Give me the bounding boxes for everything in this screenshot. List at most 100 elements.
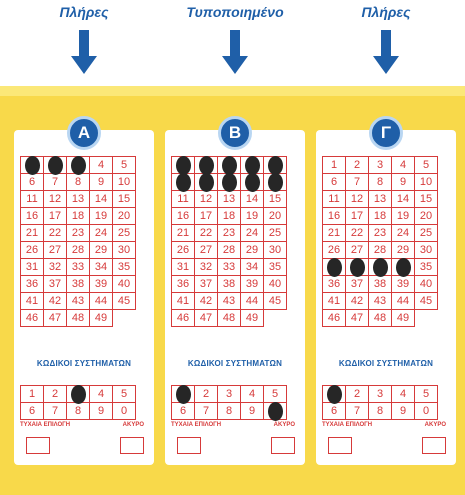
- number-cell-42[interactable]: 42: [195, 293, 218, 310]
- number-cell-22[interactable]: 22: [346, 225, 369, 242]
- number-cell-35[interactable]: 35: [264, 259, 287, 276]
- system-code-cell-7[interactable]: 7: [44, 403, 67, 420]
- system-code-cell-6[interactable]: 6: [323, 403, 346, 420]
- number-cell-12[interactable]: 12: [44, 191, 67, 208]
- system-code-cell-9[interactable]: 9: [90, 403, 113, 420]
- number-cell-16[interactable]: 16: [21, 208, 44, 225]
- system-code-cell-5[interactable]: 5: [264, 386, 287, 403]
- number-cell-28[interactable]: 28: [67, 242, 90, 259]
- number-cell-19[interactable]: 19: [241, 208, 264, 225]
- number-cell-6[interactable]: 6: [172, 173, 195, 192]
- number-cell-18[interactable]: 18: [218, 208, 241, 225]
- number-cell-40[interactable]: 40: [415, 276, 438, 293]
- number-cell-8[interactable]: 8: [369, 174, 392, 191]
- number-cell-40[interactable]: 40: [113, 276, 136, 293]
- number-cell-20[interactable]: 20: [113, 208, 136, 225]
- number-cell-41[interactable]: 41: [172, 293, 195, 310]
- number-cell-40[interactable]: 40: [264, 276, 287, 293]
- number-cell-31[interactable]: 31: [172, 259, 195, 276]
- number-cell-29[interactable]: 29: [241, 242, 264, 259]
- number-cell-16[interactable]: 16: [172, 208, 195, 225]
- number-cell-1[interactable]: 1: [21, 156, 44, 175]
- system-code-cell-0[interactable]: 0: [264, 402, 287, 421]
- number-cell-44[interactable]: 44: [392, 293, 415, 310]
- number-cell-48[interactable]: 48: [369, 310, 392, 327]
- number-cell-2[interactable]: 2: [44, 156, 67, 175]
- number-cell-16[interactable]: 16: [323, 208, 346, 225]
- number-cell-49[interactable]: 49: [90, 310, 113, 327]
- number-cell-15[interactable]: 15: [415, 191, 438, 208]
- number-cell-21[interactable]: 21: [172, 225, 195, 242]
- number-cell-20[interactable]: 20: [415, 208, 438, 225]
- number-cell-13[interactable]: 13: [67, 191, 90, 208]
- system-code-cell-7[interactable]: 7: [195, 403, 218, 420]
- number-cell-5[interactable]: 5: [113, 157, 136, 174]
- number-cell-4[interactable]: 4: [392, 157, 415, 174]
- number-cell-25[interactable]: 25: [264, 225, 287, 242]
- number-cell-27[interactable]: 27: [44, 242, 67, 259]
- number-cell-47[interactable]: 47: [195, 310, 218, 327]
- number-cell-15[interactable]: 15: [113, 191, 136, 208]
- number-cell-35[interactable]: 35: [415, 259, 438, 276]
- number-cell-14[interactable]: 14: [241, 191, 264, 208]
- number-cell-7[interactable]: 7: [44, 174, 67, 191]
- number-cell-46[interactable]: 46: [172, 310, 195, 327]
- number-cell-32[interactable]: 32: [346, 258, 369, 277]
- system-code-cell-5[interactable]: 5: [113, 386, 136, 403]
- number-cell-41[interactable]: 41: [21, 293, 44, 310]
- number-cell-14[interactable]: 14: [90, 191, 113, 208]
- number-cell-43[interactable]: 43: [218, 293, 241, 310]
- system-code-cell-6[interactable]: 6: [172, 403, 195, 420]
- number-cell-49[interactable]: 49: [241, 310, 264, 327]
- cancel-checkbox[interactable]: [271, 437, 295, 454]
- number-cell-38[interactable]: 38: [218, 276, 241, 293]
- number-cell-35[interactable]: 35: [113, 259, 136, 276]
- number-cell-31[interactable]: 31: [21, 259, 44, 276]
- system-code-cell-9[interactable]: 9: [241, 403, 264, 420]
- number-cell-36[interactable]: 36: [21, 276, 44, 293]
- number-cell-3[interactable]: 3: [67, 156, 90, 175]
- system-code-cell-3[interactable]: 3: [67, 385, 90, 404]
- number-cell-22[interactable]: 22: [195, 225, 218, 242]
- system-code-cell-3[interactable]: 3: [218, 386, 241, 403]
- number-cell-46[interactable]: 46: [323, 310, 346, 327]
- number-cell-45[interactable]: 45: [264, 293, 287, 310]
- number-cell-1[interactable]: 1: [323, 157, 346, 174]
- number-cell-2[interactable]: 2: [195, 156, 218, 175]
- number-cell-21[interactable]: 21: [21, 225, 44, 242]
- number-cell-34[interactable]: 34: [241, 259, 264, 276]
- system-code-cell-4[interactable]: 4: [90, 386, 113, 403]
- number-cell-19[interactable]: 19: [90, 208, 113, 225]
- number-cell-42[interactable]: 42: [44, 293, 67, 310]
- number-cell-27[interactable]: 27: [346, 242, 369, 259]
- system-code-cell-1[interactable]: 1: [172, 385, 195, 404]
- number-cell-27[interactable]: 27: [195, 242, 218, 259]
- number-cell-12[interactable]: 12: [346, 191, 369, 208]
- number-cell-31[interactable]: 31: [323, 258, 346, 277]
- number-cell-37[interactable]: 37: [195, 276, 218, 293]
- number-cell-4[interactable]: 4: [241, 156, 264, 175]
- number-cell-38[interactable]: 38: [67, 276, 90, 293]
- system-code-cell-8[interactable]: 8: [218, 403, 241, 420]
- number-cell-9[interactable]: 9: [241, 173, 264, 192]
- number-cell-28[interactable]: 28: [369, 242, 392, 259]
- number-cell-15[interactable]: 15: [264, 191, 287, 208]
- quick-pick-checkbox[interactable]: [177, 437, 201, 454]
- system-code-cell-7[interactable]: 7: [346, 403, 369, 420]
- number-cell-2[interactable]: 2: [346, 157, 369, 174]
- number-cell-33[interactable]: 33: [67, 259, 90, 276]
- number-cell-8[interactable]: 8: [218, 173, 241, 192]
- number-cell-46[interactable]: 46: [21, 310, 44, 327]
- system-code-cell-4[interactable]: 4: [241, 386, 264, 403]
- number-cell-24[interactable]: 24: [90, 225, 113, 242]
- number-cell-34[interactable]: 34: [90, 259, 113, 276]
- number-cell-10[interactable]: 10: [113, 174, 136, 191]
- number-cell-44[interactable]: 44: [241, 293, 264, 310]
- cancel-checkbox[interactable]: [422, 437, 446, 454]
- number-cell-24[interactable]: 24: [241, 225, 264, 242]
- number-cell-30[interactable]: 30: [113, 242, 136, 259]
- number-cell-7[interactable]: 7: [195, 173, 218, 192]
- number-cell-18[interactable]: 18: [67, 208, 90, 225]
- number-cell-13[interactable]: 13: [369, 191, 392, 208]
- number-cell-48[interactable]: 48: [218, 310, 241, 327]
